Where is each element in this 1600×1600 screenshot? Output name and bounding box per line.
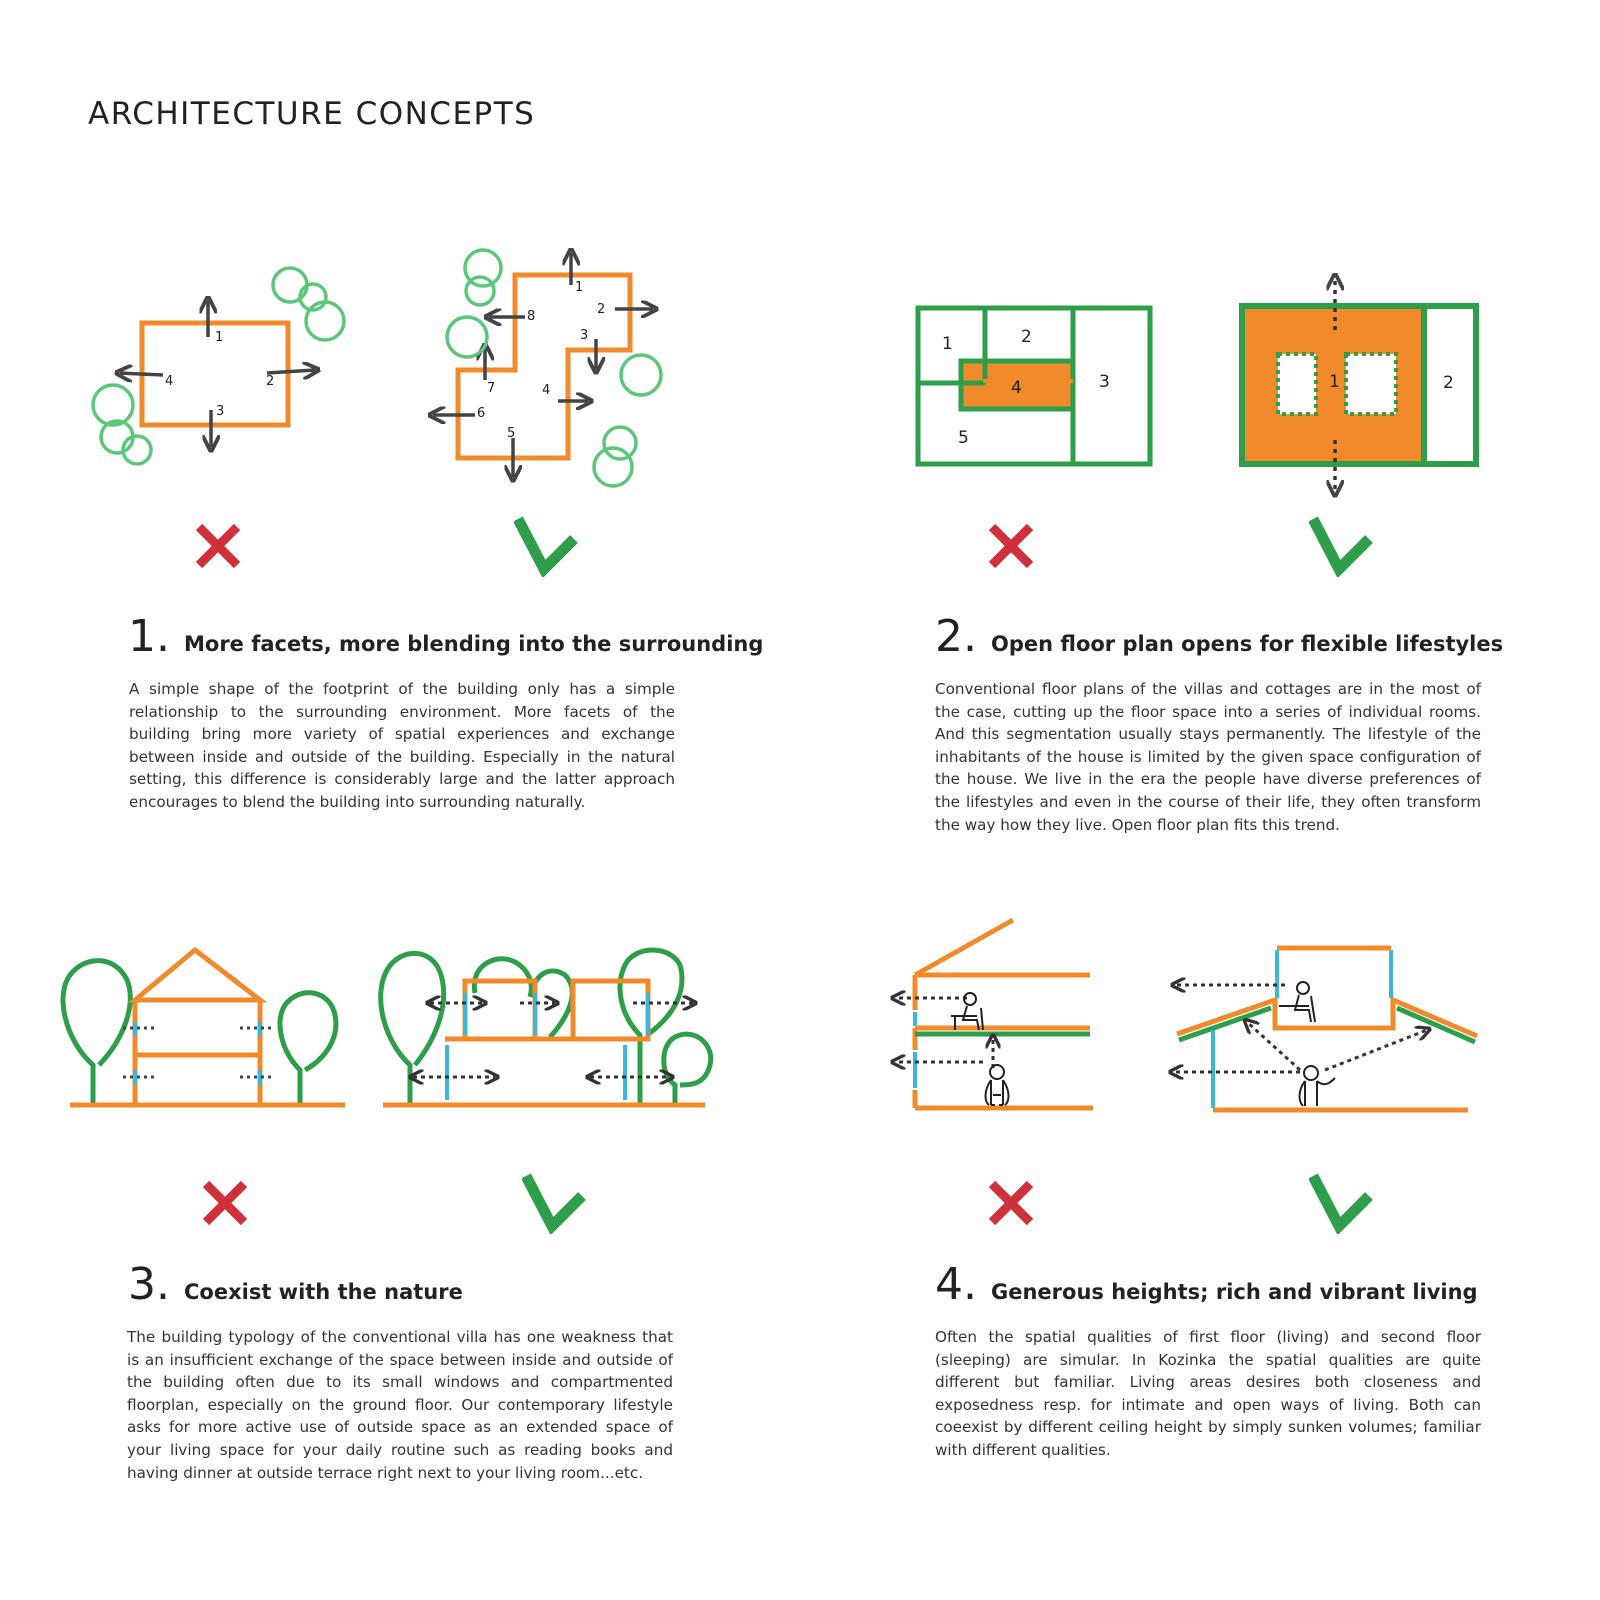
facet-label: 2 (266, 374, 274, 389)
check-mark-icon (1309, 516, 1373, 577)
nature-right-diagram (378, 947, 714, 1108)
section-heading: 4. Generous heights; rich and vibrant li… (935, 1259, 1478, 1310)
section-title: More facets, more blending into the surr… (184, 632, 764, 656)
facet-label: 1 (215, 330, 223, 345)
person-standing-icon (984, 1064, 1010, 1106)
tree-circles (445, 248, 663, 488)
facet-label: 7 (487, 381, 495, 396)
cross-mark-icon (195, 523, 241, 569)
person-sitting-icon (1279, 981, 1316, 1023)
check-mark-icon (1309, 1173, 1373, 1234)
nature-wrong-diagram (60, 946, 345, 1108)
check-mark-icon (522, 1173, 586, 1234)
room-label: 2 (1443, 373, 1454, 393)
plan-right-diagram: 1 2 (1239, 272, 1479, 510)
check-mark-icon (514, 516, 578, 577)
room-label: 1 (942, 334, 953, 354)
plan-wrong-diagram: 1 2 3 4 5 (915, 305, 1153, 467)
facet-label: 4 (542, 383, 550, 398)
cross-mark-icon (988, 1180, 1034, 1226)
facet-label: 1 (575, 280, 583, 295)
section-heading: 3. Coexist with the nature (128, 1259, 463, 1310)
section-number: 4 (935, 1259, 963, 1310)
facets-right-diagram: 1 2 3 4 5 6 7 8 (425, 245, 663, 488)
room-label: 4 (1011, 378, 1022, 398)
section-body: Conventional floor plans of the villas a… (935, 680, 1481, 834)
facet-label: 4 (165, 374, 173, 389)
section-number: 3 (128, 1259, 156, 1310)
room-label: 2 (1021, 327, 1032, 347)
person-sitting-icon (951, 992, 984, 1031)
facet-label: 6 (477, 406, 485, 421)
section-number: 2 (935, 611, 963, 662)
room-label: 3 (1099, 372, 1110, 392)
section-number: 1 (128, 611, 156, 662)
faceted-footprint (455, 272, 633, 461)
section-body: Often the spatial qualities of first flo… (935, 1328, 1481, 1459)
room-label: 5 (958, 428, 969, 448)
facet-label: 3 (216, 404, 224, 419)
page-title: ARCHITECTURE CONCEPTS (88, 96, 536, 132)
section-body: The building typology of the conventiona… (127, 1328, 673, 1482)
cross-mark-icon (202, 1180, 248, 1226)
heights-wrong-diagram (905, 917, 1093, 1111)
facet-label: 8 (527, 309, 535, 324)
section-body: A simple shape of the footprint of the b… (129, 680, 675, 811)
room-label: 1 (1329, 372, 1340, 392)
section-heading: 2. Open floor plan opens for flexible li… (935, 611, 1504, 662)
section-title: Generous heights; rich and vibrant livin… (991, 1280, 1478, 1304)
cross-mark-icon (988, 523, 1034, 569)
section-heading: 1. More facets, more blending into the s… (128, 611, 764, 662)
person-standing-icon (1298, 1065, 1336, 1107)
heights-right-diagram (1165, 945, 1478, 1113)
section-title: Coexist with the nature (184, 1280, 463, 1304)
facet-label: 5 (507, 426, 515, 441)
facets-wrong-diagram: 1 2 3 4 (91, 266, 346, 466)
facet-label: 3 (580, 328, 588, 343)
tree-circles (91, 266, 346, 466)
section-title: Open floor plan opens for flexible lifes… (991, 632, 1504, 656)
facet-label: 2 (597, 302, 605, 317)
